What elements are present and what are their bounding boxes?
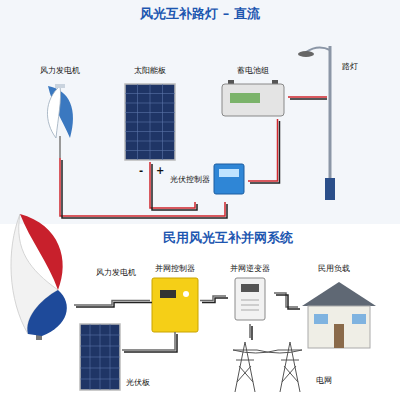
solar-panel — [80, 324, 120, 390]
house — [302, 282, 376, 348]
wire-negative — [251, 326, 253, 340]
inverter — [235, 278, 265, 320]
component-node: 风力发电机 — [4, 212, 74, 340]
wire-negative — [290, 98, 302, 100]
component-node: 路灯 — [300, 40, 370, 204]
power-wire — [248, 119, 280, 183]
wire-negative — [76, 303, 152, 307]
wire-positive — [248, 119, 278, 181]
power-wire — [60, 158, 227, 218]
component-node: 太阳能板 — [120, 64, 180, 162]
component-label: 光伏板 — [126, 378, 150, 388]
power-wire — [288, 97, 302, 99]
solar-panel — [125, 84, 175, 160]
wire-positive — [122, 332, 175, 350]
component-node: 光伏板 — [78, 322, 122, 392]
power-wire — [250, 324, 252, 340]
component-label: 太阳能板 — [134, 66, 166, 76]
power-wire — [274, 293, 300, 309]
grid-controller — [152, 278, 198, 332]
component-node: 光伏控制器 — [168, 160, 248, 202]
power-wire — [150, 162, 197, 210]
component-node: 风力发电机 — [28, 64, 92, 158]
power-wire — [200, 296, 228, 302]
wire-negative — [250, 121, 280, 183]
component-label: 路灯 — [342, 62, 358, 72]
component-node: 电网 — [222, 338, 312, 394]
component-label: 蓄电池组 — [237, 66, 269, 76]
polarity-sign: - — [139, 166, 143, 176]
wire-negative — [124, 334, 177, 352]
component-node: 蓄电池组 — [218, 64, 288, 119]
helix-turbine — [11, 214, 67, 340]
polarity-sign: + — [156, 166, 164, 176]
component-node: 民用负载 — [298, 262, 378, 352]
component-node: 并网控制器 — [150, 262, 200, 332]
wire-positive — [288, 96, 300, 98]
component-label: 电网 — [316, 376, 332, 386]
wire-negative — [152, 164, 197, 210]
component-label: 风力发电机 — [40, 66, 80, 76]
power-wire — [122, 332, 177, 352]
component-label: 民用负载 — [318, 264, 350, 274]
wire-positive — [150, 162, 195, 208]
wire-negative — [202, 298, 228, 302]
component-label: 光伏控制器 — [170, 175, 210, 185]
street-lamp — [298, 46, 335, 200]
battery — [222, 80, 284, 116]
power-wire — [74, 301, 152, 307]
wind-turbine — [47, 84, 73, 158]
wire-negative — [62, 160, 227, 218]
wire-negative — [276, 295, 300, 309]
diagram-title: 风光互补路灯 – 直流 — [140, 5, 260, 23]
wire-positive — [60, 158, 225, 216]
charge-controller — [214, 164, 244, 194]
power-pylon — [233, 342, 302, 392]
component-label: 风力发电机 — [96, 268, 136, 278]
component-node: 并网逆变器 — [226, 262, 274, 324]
component-label: 并网逆变器 — [230, 264, 270, 274]
section-title: 民用风光互补并网系统 — [163, 230, 293, 247]
component-label: 并网控制器 — [155, 264, 195, 274]
wire-positive — [249, 324, 251, 338]
